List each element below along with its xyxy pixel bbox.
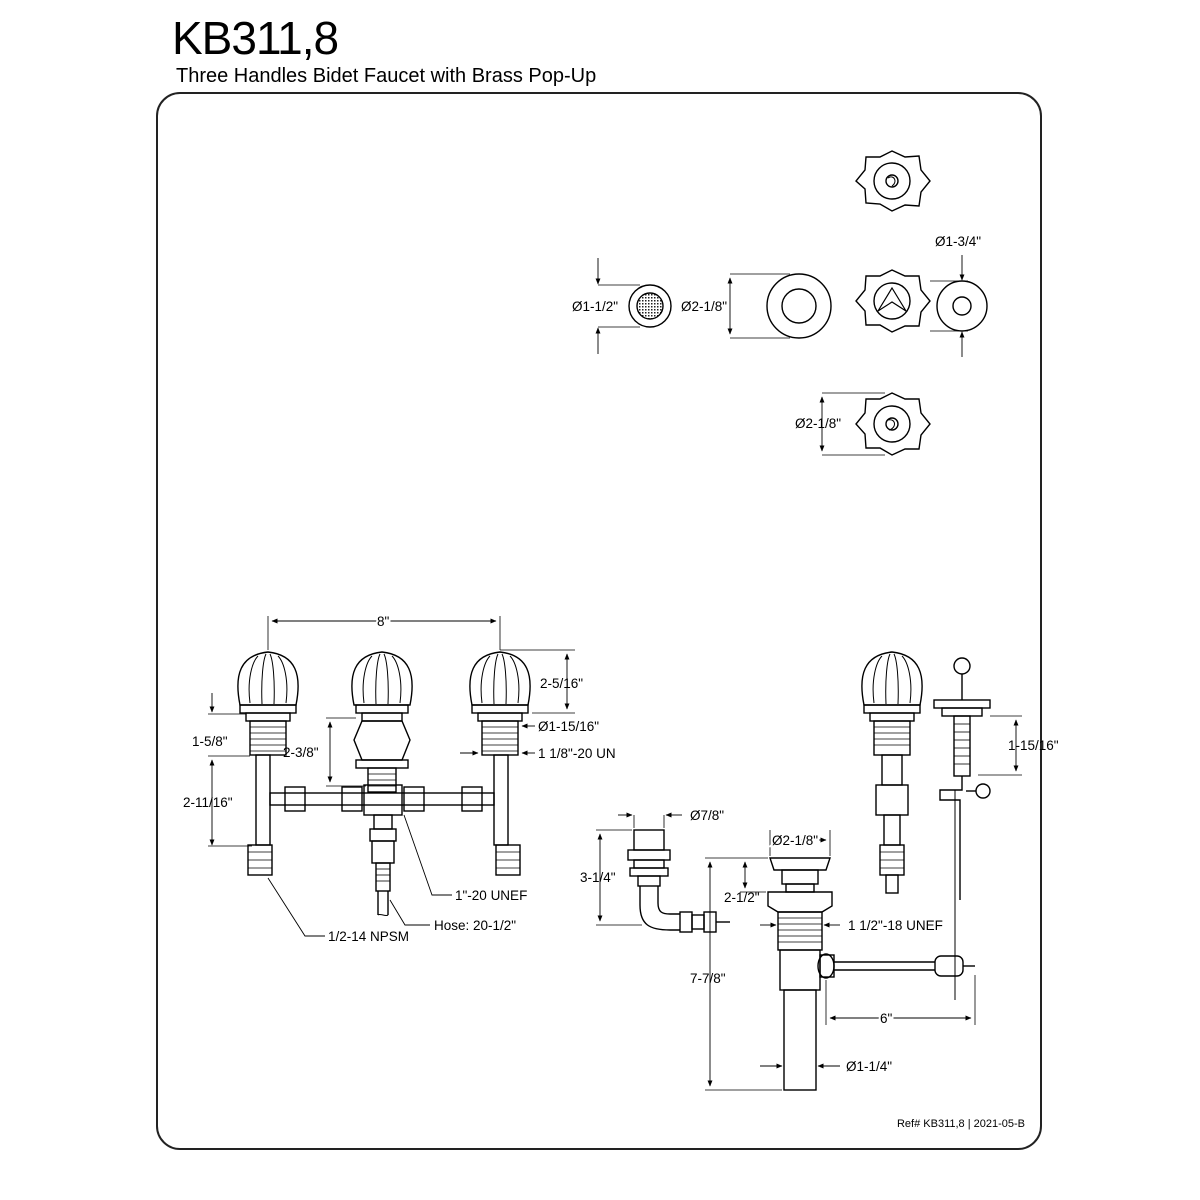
escutcheon-dia-label: Ø1-3/4"	[935, 234, 981, 249]
handle-top-view-cold	[819, 392, 931, 456]
handle-top-view-hot	[855, 150, 931, 212]
drain-total-height-label: 7-7/8"	[690, 971, 726, 986]
drain-flange-dia-label: Ø2-1/8"	[772, 833, 818, 848]
supply-thread-label: 1/2-14 NPSM	[328, 929, 409, 944]
handle-dia-label: Ø2-1/8"	[795, 416, 841, 431]
handle-top-view-center	[855, 269, 931, 333]
center-spread-label: 8"	[377, 614, 390, 629]
aerator-top-view	[595, 258, 672, 354]
tailpiece-dia-label: Ø1-1/4"	[846, 1059, 892, 1074]
spray-dia-label: Ø7/8"	[690, 808, 724, 823]
reference-code: Ref# KB311,8 | 2021-05-B	[896, 1118, 1025, 1130]
flange-dia-label: Ø2-1/8"	[681, 299, 727, 314]
flange-top-view	[727, 273, 832, 339]
lift-rod-height-label: 1-15/16"	[1008, 738, 1059, 753]
hose-length-label: Hose: 20-1/2"	[434, 918, 516, 933]
spray-height-label: 3-1/4"	[580, 870, 616, 885]
model-number: KB311,8	[172, 12, 339, 64]
aerator-dia-label: Ø1-1/2"	[572, 299, 618, 314]
pivot-reach-label: 6"	[880, 1011, 893, 1026]
body-height-label: 1-5/8"	[192, 734, 228, 749]
drain-thread-label: 1 1/2"-18 UNEF	[848, 918, 943, 933]
drain-body-height-label: 2-1/2"	[724, 890, 760, 905]
shank-thread-label: 1 1/8"-20 UN	[538, 746, 616, 761]
faucet-side-view	[596, 651, 1022, 1091]
faucet-front-view	[208, 616, 575, 937]
spout-height-label: 2-3/8"	[283, 745, 319, 760]
product-description: Three Handles Bidet Faucet with Brass Po…	[176, 65, 597, 87]
shank-length-label: 2-11/16"	[183, 795, 233, 810]
handle-height-label: 2-5/16"	[540, 676, 583, 691]
drawing-frame	[156, 92, 1042, 1150]
escutcheon-top-view	[930, 255, 988, 357]
handle-base-dia-label: Ø1-15/16"	[538, 719, 599, 734]
diverter-thread-label: 1"-20 UNEF	[455, 888, 527, 903]
